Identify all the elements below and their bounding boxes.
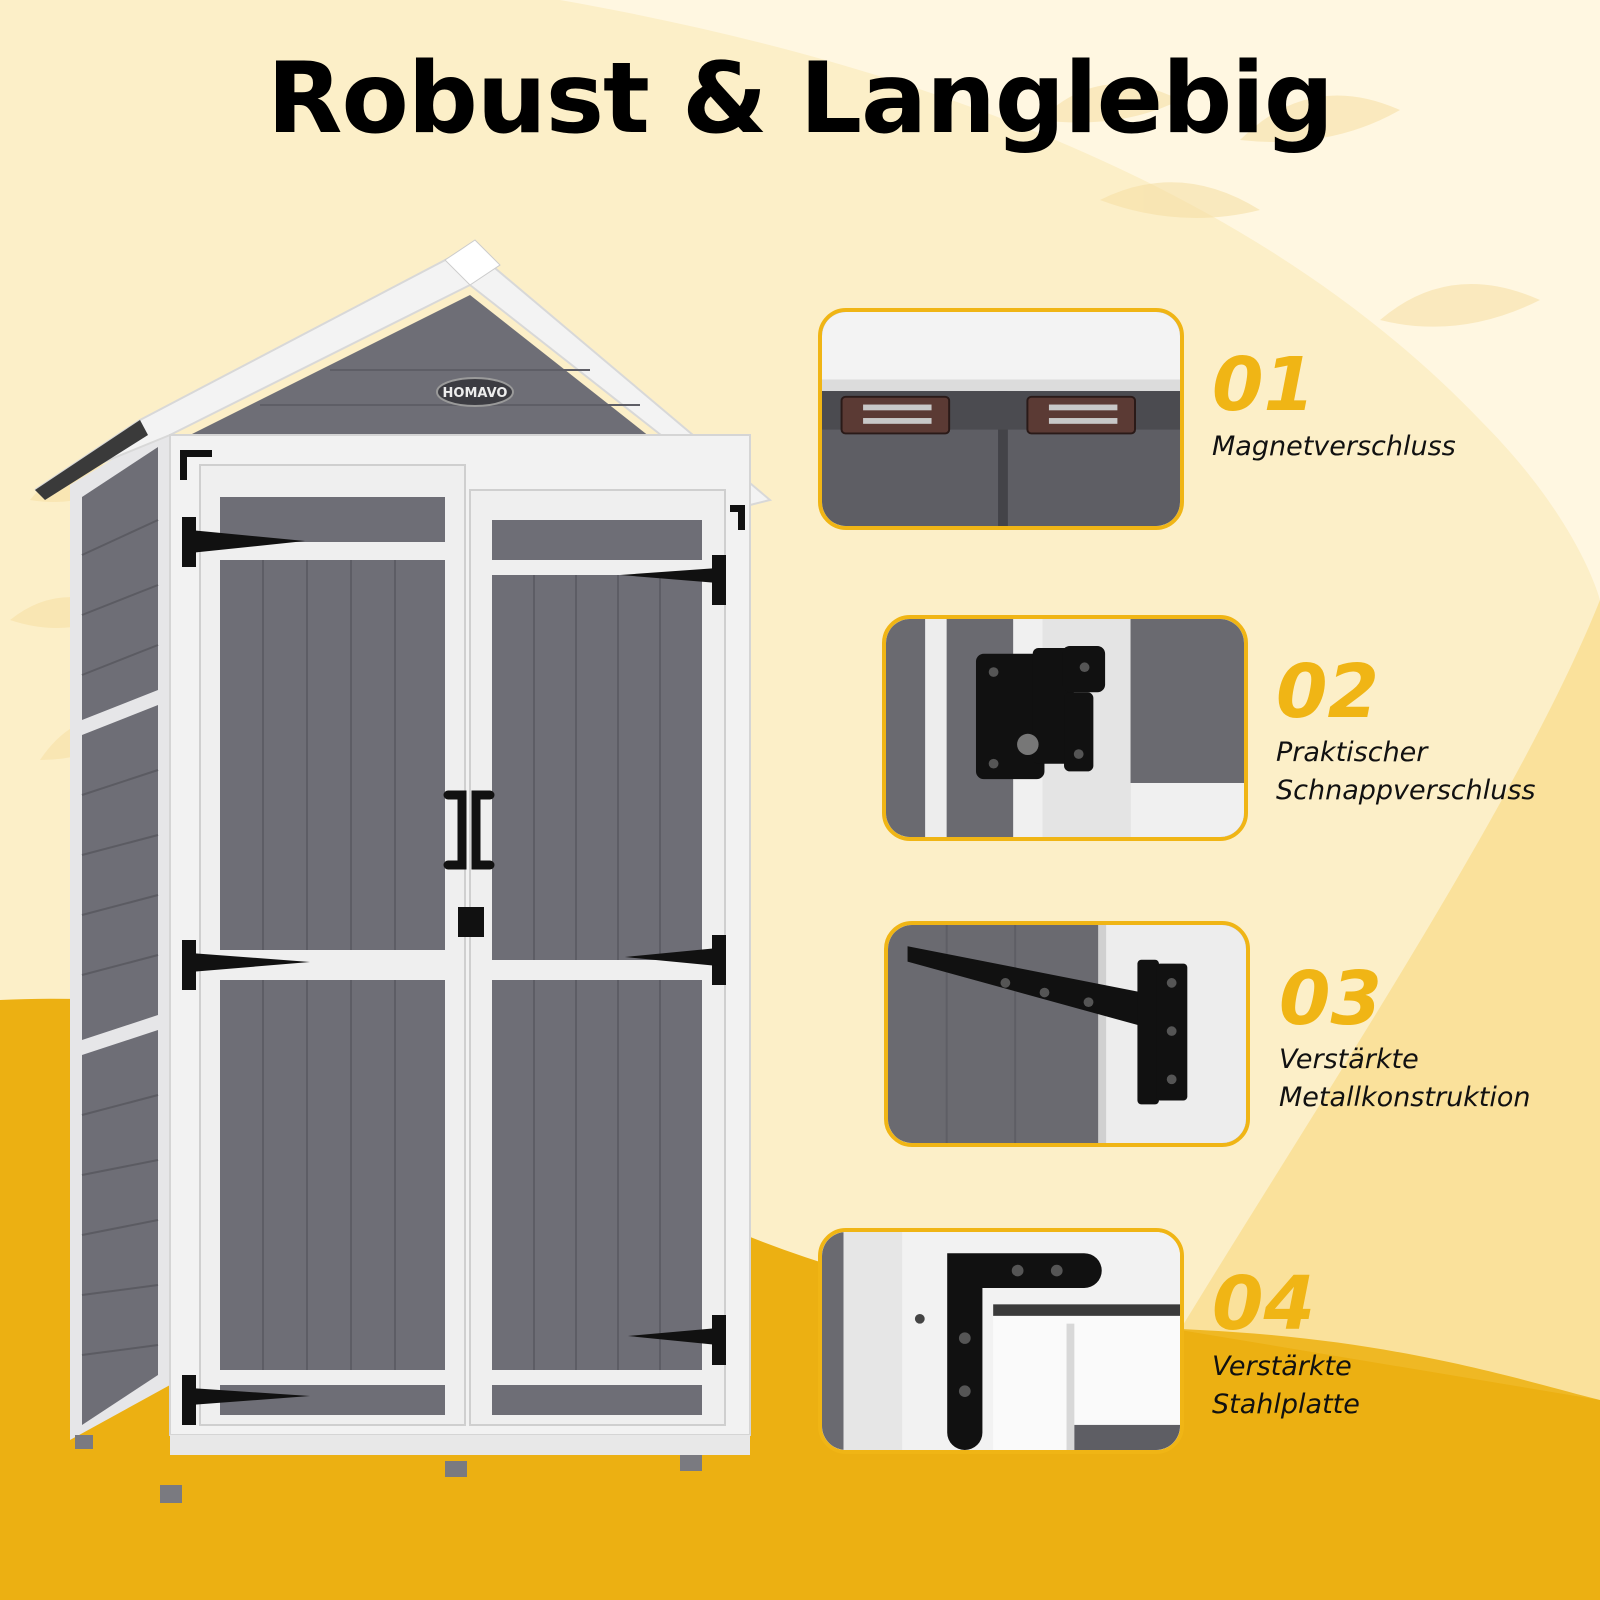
magnetic-catch-thumbnail xyxy=(818,308,1184,530)
feature-label: Verstärkte Stahlplatte xyxy=(1212,1351,1360,1420)
strap-hinge-thumbnail xyxy=(884,921,1250,1147)
feature-number: 02 xyxy=(1276,649,1379,735)
corner-bracket-thumbnail xyxy=(818,1228,1184,1454)
feature-number: 04 xyxy=(1212,1261,1315,1347)
feature-number: 01 xyxy=(1212,342,1315,428)
feature-label: Magnetverschluss xyxy=(1212,431,1456,462)
feature-number: 03 xyxy=(1279,956,1382,1042)
page-title: Robust & Langlebig xyxy=(266,42,1334,156)
hasp-latch-thumbnail xyxy=(882,615,1248,841)
garden-shed-image: HOMAVO xyxy=(34,239,773,1503)
feature-label: Verstärkte Metallkonstruktion xyxy=(1279,1044,1531,1113)
brand-logo: HOMAVO xyxy=(443,386,508,401)
feature-label: Praktischer Schnappverschluss xyxy=(1276,737,1536,806)
